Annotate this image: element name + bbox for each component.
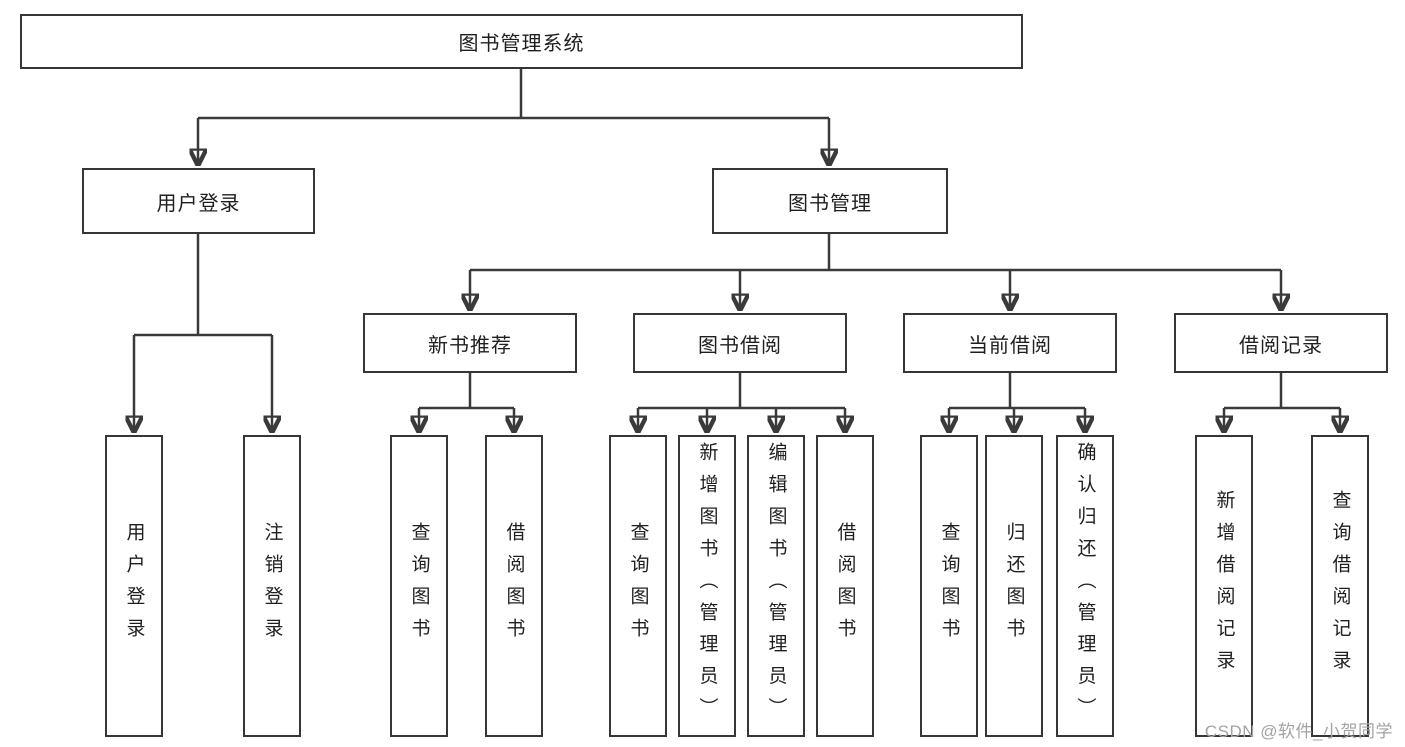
node-label: 当前借阅: [968, 334, 1052, 357]
leaf-confirm-return-admin: 确认归还（管理员）: [1056, 435, 1114, 737]
leaf-label: 新增借阅记录: [1213, 490, 1235, 682]
node-book-management: 图书管理: [712, 168, 948, 234]
leaf-add-borrow-record: 新增借阅记录: [1195, 435, 1253, 737]
connector-root-to-level2: [198, 69, 829, 166]
node-label: 用户登录: [156, 192, 241, 215]
leaf-label: 编辑图书（管理员）: [765, 442, 787, 730]
node-label: 图书借阅: [698, 334, 782, 357]
leaf-label: 归还图书: [1003, 522, 1025, 650]
leaf-edit-books-admin: 编辑图书（管理员）: [747, 435, 805, 737]
leaf-query-books-borrow: 查询图书: [609, 435, 667, 737]
node-label: 图书管理: [788, 192, 872, 215]
leaf-label: 新增图书（管理员）: [696, 442, 718, 730]
node-book-borrow: 图书借阅: [633, 313, 847, 373]
leaf-label: 查询图书: [408, 522, 430, 650]
leaf-query-books-recommend: 查询图书: [390, 435, 448, 737]
leaf-label: 借阅图书: [503, 522, 525, 650]
node-new-book-recommend: 新书推荐: [363, 313, 577, 373]
leaf-label: 用户登录: [123, 522, 145, 650]
node-label: 借阅记录: [1239, 334, 1323, 357]
leaf-borrow-books-recommend: 借阅图书: [485, 435, 543, 737]
connector-user-login-children: [134, 234, 272, 433]
leaf-add-books-admin: 新增图书（管理员）: [678, 435, 736, 737]
connector-new-book-recommend-children: [419, 373, 514, 433]
leaf-query-books-current: 查询图书: [920, 435, 978, 737]
node-label: 新书推荐: [428, 334, 512, 357]
leaf-label: 借阅图书: [834, 522, 856, 650]
leaf-label: 查询图书: [627, 522, 649, 650]
leaf-user-login: 用户登录: [105, 435, 163, 737]
node-user-login: 用户登录: [82, 168, 315, 234]
connector-current-borrow-children: [949, 373, 1085, 433]
node-borrow-records: 借阅记录: [1174, 313, 1388, 373]
leaf-logout: 注销登录: [243, 435, 301, 737]
leaf-label: 查询图书: [938, 522, 960, 650]
connector-book-management-to-level3: [470, 234, 1281, 311]
node-library-management-system: 图书管理系统: [20, 14, 1023, 69]
leaf-query-borrow-record: 查询借阅记录: [1311, 435, 1369, 737]
csdn-watermark: CSDN @软件_小贺同学: [1204, 722, 1393, 741]
connector-book-borrow-children: [638, 373, 845, 433]
leaf-label: 查询借阅记录: [1329, 490, 1351, 682]
leaf-borrow-books: 借阅图书: [816, 435, 874, 737]
node-current-borrow: 当前借阅: [903, 313, 1117, 373]
connector-borrow-records-children: [1224, 373, 1340, 433]
leaf-label: 注销登录: [261, 522, 283, 650]
node-label: 图书管理系统: [458, 33, 585, 55]
leaf-label: 确认归还（管理员）: [1074, 442, 1096, 730]
leaf-return-books: 归还图书: [985, 435, 1043, 737]
